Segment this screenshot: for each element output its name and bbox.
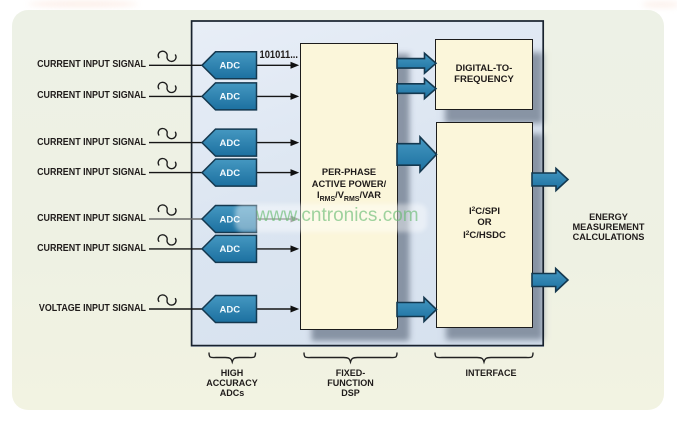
svg-text:ADC: ADC: [220, 92, 241, 103]
svg-text:ADC: ADC: [220, 138, 241, 149]
svg-text:ADC: ADC: [220, 304, 241, 315]
svg-text:ADC: ADC: [220, 214, 241, 225]
svg-text:ADC: ADC: [220, 61, 241, 72]
svg-text:ADC: ADC: [220, 168, 241, 179]
svg-text:ADC: ADC: [220, 244, 241, 255]
